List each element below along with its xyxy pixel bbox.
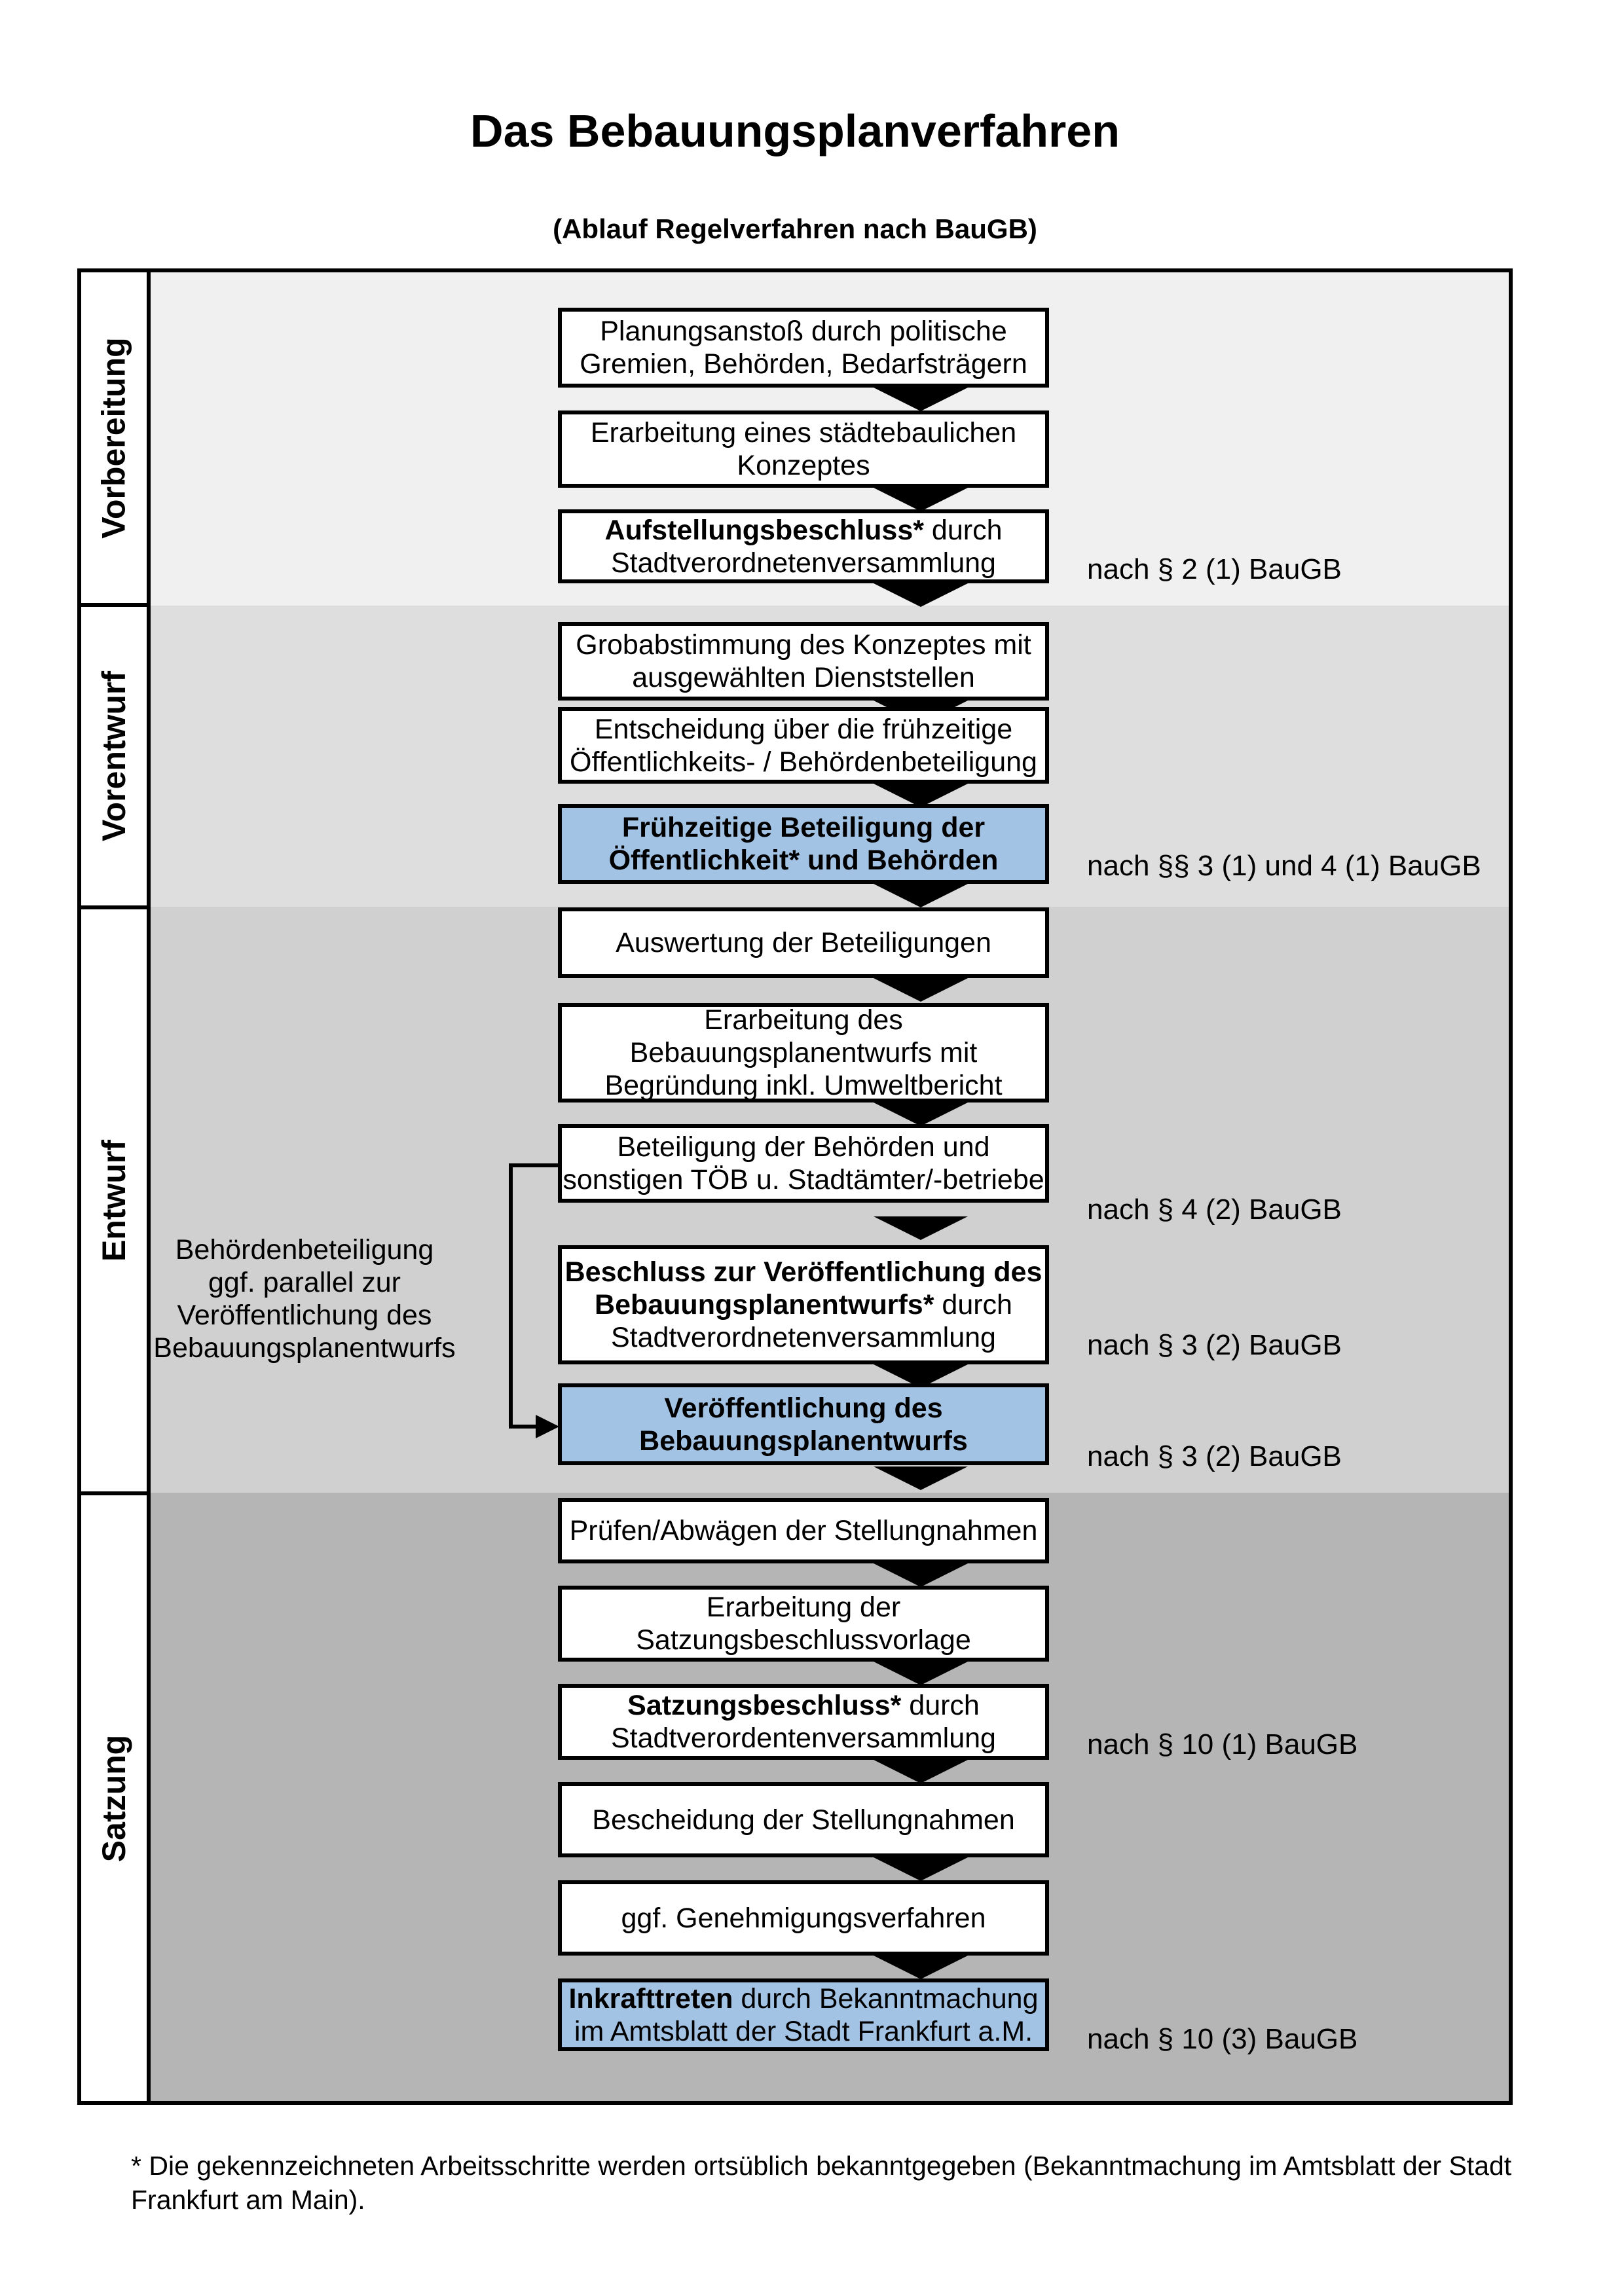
arrow-down-icon [874,388,968,411]
flow-step-text: Aufstellungsbeschluss* durch Stadtverord… [604,514,1003,579]
page-subtitle: (Ablauf Regelverfahren nach BauGB) [553,213,1037,244]
flow-step-planungsanstoss: Planungsanstoß durch politische Gremien,… [558,308,1049,388]
arrow-down-icon [874,1563,968,1587]
arrow-down-icon [874,784,968,807]
arrow-right-icon [536,1415,559,1438]
legal-ref: nach § 3 (2) BauGB [1087,1329,1342,1361]
arrow-down-icon [874,583,968,607]
flow-step-text: Beteiligung der Behörden und sonstigen T… [563,1131,1044,1195]
arrow-down-icon [874,1760,968,1783]
phase-label-vorentwurf: Vorentwurf [96,670,132,842]
flow-step-text: Grobabstimmung des Konzeptes mit ausgewä… [576,629,1031,693]
flow-step-text: Erarbeitung des Bebauungsplanentwurfs mi… [604,1004,1003,1101]
phase-cell-satzung: Satzung [77,1491,151,2105]
legal-ref: nach § 10 (3) BauGB [1087,2023,1358,2055]
legal-ref: nach § 10 (1) BauGB [1087,1728,1358,1760]
flow-step-aufstellungsbeschluss: Aufstellungsbeschluss* durch Stadtverord… [558,509,1049,583]
flow-step-text: Entscheidung über die frühzeitige Öffent… [570,713,1037,778]
flow-step-text: Planungsanstoß durch politische Gremien,… [580,316,1027,380]
connector-line-bottom [509,1425,538,1429]
flow-step-auswertung: Auswertung der Beteiligungen [558,907,1049,978]
side-note-behoerdenbeteiligung: Behördenbeteiligung ggf. parallel zur Ve… [153,1234,456,1364]
flow-step-veroeffentlichungsbeschluss: Beschluss zur Veröffentlichung des Bebau… [558,1245,1049,1364]
flow-step-text: Prüfen/Abwägen der Stellungnahmen [569,1515,1038,1546]
flow-step-entscheidung: Entscheidung über die frühzeitige Öffent… [558,707,1049,784]
flow-step-text: Frühzeitige Beteiligung der Öffentlichke… [608,812,999,876]
arrow-down-icon [874,978,968,1002]
flow-step-text: Satzungsbeschluss* durch Stadtverordente… [611,1690,996,1754]
footnote: * Die gekennzeichneten Arbeitsschritte w… [131,2151,1512,2215]
phase-cell-vorbereitung: Vorbereitung [77,268,151,607]
flow-step-text: Inkrafttreten durch Bekanntmachung im Am… [568,1982,1039,2047]
arrow-down-icon [874,1102,968,1126]
phase-label-vorbereitung: Vorbereitung [96,337,133,539]
flow-step-pruefen-abwaegen: Prüfen/Abwägen der Stellungnahmen [558,1498,1049,1563]
arrow-down-icon [874,488,968,511]
flow-step-grobabstimmung: Grobabstimmung des Konzeptes mit ausgewä… [558,622,1049,701]
legal-ref: nach § 2 (1) BauGB [1087,553,1342,585]
legal-ref: nach § 4 (2) BauGB [1087,1194,1342,1226]
flow-step-text: ggf. Genehmigungsverfahren [621,1902,986,1934]
flow-step-text: Auswertung der Beteiligungen [616,927,991,958]
flow-step-behoerdenbeteiligung: Beteiligung der Behörden und sonstigen T… [558,1124,1049,1203]
connector-line-vertical [509,1163,513,1429]
flow-step-konzept: Erarbeitung eines städtebaulichen Konzep… [558,410,1049,488]
arrow-down-icon [874,1662,968,1685]
legal-ref: nach §§ 3 (1) und 4 (1) BauGB [1087,850,1481,882]
flow-step-text: Beschluss zur Veröffentlichung des Bebau… [564,1256,1043,1353]
phase-label-satzung: Satzung [96,1734,132,1862]
arrow-down-icon [874,1467,968,1490]
flow-step-text: Veröffentlichung des Bebauungsplanentwur… [639,1392,968,1457]
flow-step-fruehzeitige-beteiligung: Frühzeitige Beteiligung der Öffentlichke… [558,804,1049,884]
flow-step-genehmigungsverfahren: ggf. Genehmigungsverfahren [558,1880,1049,1956]
arrow-down-icon [874,1216,968,1240]
flow-step-erarbeitung-entwurf: Erarbeitung des Bebauungsplanentwurfs mi… [558,1003,1049,1102]
connector-line-top [509,1163,558,1167]
flow-step-text: Erarbeitung der Satzungsbeschlussvorlage [636,1592,971,1656]
flow-step-satzungsbeschluss: Satzungsbeschluss* durch Stadtverordente… [558,1684,1049,1760]
phase-cell-vorentwurf: Vorentwurf [77,603,151,909]
arrow-down-icon [874,1956,968,1979]
flow-step-inkrafttreten: Inkrafttreten durch Bekanntmachung im Am… [558,1978,1049,2051]
page-title: Das Bebauungsplanverfahren [470,105,1120,156]
legal-ref: nach § 3 (2) BauGB [1087,1440,1342,1472]
flow-step-veroeffentlichung: Veröffentlichung des Bebauungsplanentwur… [558,1383,1049,1465]
phase-cell-entwurf: Entwurf [77,905,151,1495]
arrow-down-icon [874,884,968,907]
flow-step-bescheidung: Bescheidung der Stellungnahmen [558,1782,1049,1857]
phase-label-entwurf: Entwurf [96,1139,132,1262]
flow-step-text: Bescheidung der Stellungnahmen [592,1804,1015,1836]
flow-step-satzungsvorlage: Erarbeitung der Satzungsbeschlussvorlage [558,1586,1049,1662]
arrow-down-icon [874,1857,968,1881]
flow-step-text: Erarbeitung eines städtebaulichen Konzep… [590,417,1017,481]
